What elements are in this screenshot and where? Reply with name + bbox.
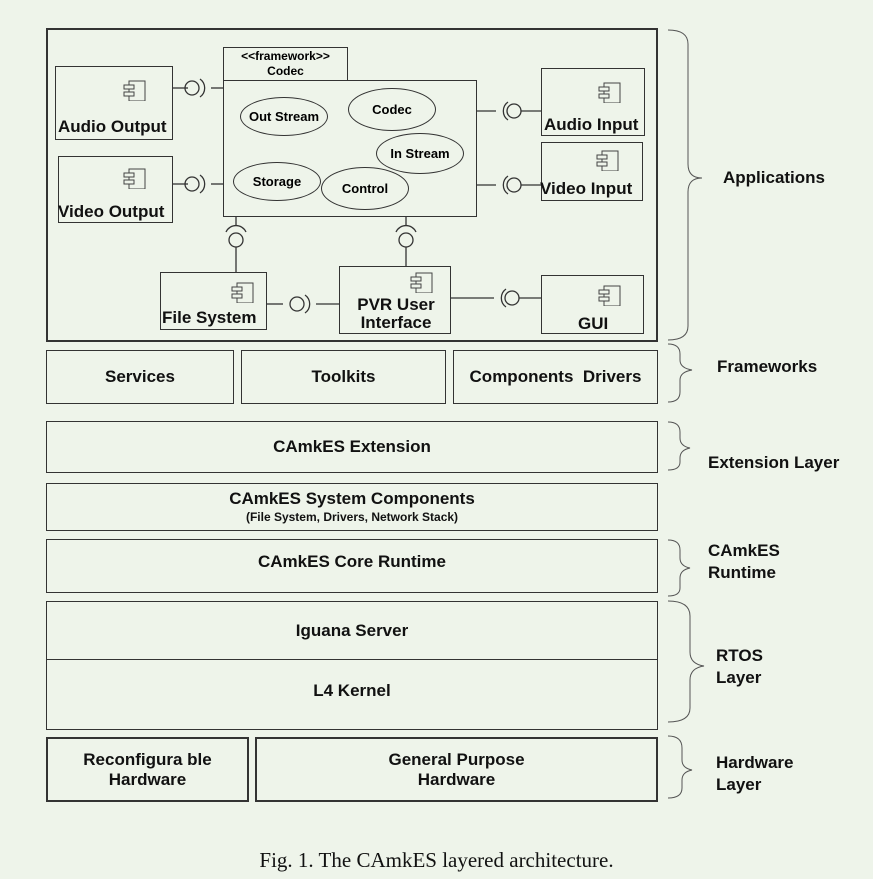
oval-codec: Codec: [348, 88, 436, 131]
oval-control-label: Control: [341, 181, 389, 196]
frameworks-side-label: Frameworks: [717, 357, 818, 376]
services-label: Services: [105, 367, 175, 386]
pvr-label-line2: Interface: [360, 313, 432, 332]
video-input-component: Video Input: [540, 142, 643, 201]
hardware-line2: Layer: [716, 775, 762, 794]
component-icon: [123, 80, 146, 101]
audio-input-label: Audio Input: [544, 115, 639, 134]
component-icon: [410, 272, 433, 293]
gui-component: GUI: [541, 275, 644, 334]
oval-control: Control: [321, 167, 409, 210]
oval-storage: Storage: [233, 162, 321, 201]
codec-framework-tab: <<framework>> Codec: [223, 47, 348, 81]
camkes-core-runtime-box: CAmkES Core Runtime: [46, 539, 658, 593]
video-input-label: Video Input: [540, 179, 633, 198]
framework-name: Codec: [267, 64, 304, 78]
oval-out-stream: Out Stream: [240, 97, 328, 136]
services-box: Services: [46, 350, 234, 404]
system-components-subtitle: (File System, Drivers, Network Stack): [245, 510, 459, 524]
file-system-component: File System: [160, 272, 267, 330]
camkes-runtime-side-label: CAmkES Runtime: [708, 540, 780, 584]
audio-output-component: Audio Output: [55, 66, 173, 140]
pvr-user-interface-label: PVR User Interface: [340, 296, 452, 332]
core-runtime-label: CAmkES Core Runtime: [258, 552, 446, 571]
video-output-label: Video Output: [58, 202, 165, 221]
component-icon: [598, 82, 621, 103]
components-drivers-box: Components Drivers: [453, 350, 658, 404]
camkes-extension-label: CAmkES Extension: [273, 437, 431, 456]
reconfigurable-label-line2: Hardware: [108, 769, 187, 789]
gui-label: GUI: [578, 314, 609, 333]
reconfigurable-label-line1: Reconfigura ble: [83, 749, 212, 769]
figure-caption: Fig. 1. The CAmkES layered architecture.: [259, 848, 614, 872]
general-purpose-label-line2: Hardware: [417, 769, 496, 789]
system-components-title: CAmkES System Components: [229, 489, 475, 508]
oval-out-stream-label: Out Stream: [248, 109, 320, 124]
audio-output-label: Audio Output: [58, 117, 167, 136]
rtos-layer-side-label: RTOS Layer: [716, 645, 763, 689]
audio-input-component: Audio Input: [541, 68, 645, 136]
toolkits-box: Toolkits: [241, 350, 446, 404]
camkes-extension-box: CAmkES Extension: [46, 421, 658, 473]
component-icon: [598, 285, 621, 306]
applications-side-label: Applications: [723, 168, 826, 187]
extension-layer-side-label: Extension Layer: [708, 453, 840, 472]
pvr-user-interface-component: PVR User Interface: [339, 266, 451, 334]
rtos-line1: RTOS: [716, 646, 763, 665]
general-purpose-hardware-box: General Purpose Hardware: [255, 737, 658, 802]
camkes-runtime-line1: CAmkES: [708, 541, 780, 560]
toolkits-label: Toolkits: [311, 367, 376, 386]
video-output-component: Video Output: [58, 156, 173, 223]
oval-in-stream: In Stream: [376, 133, 464, 174]
hardware-layer-side-label: Hardware Layer: [716, 752, 793, 796]
general-purpose-label-line1: General Purpose: [388, 749, 525, 769]
iguana-server-label: Iguana Server: [295, 620, 409, 640]
rtos-line2: Layer: [716, 668, 762, 687]
oval-codec-label: Codec: [372, 102, 412, 117]
l4-kernel-box: L4 Kernel: [46, 659, 658, 730]
oval-in-stream-label: In Stream: [390, 146, 450, 161]
component-icon: [231, 282, 254, 303]
pvr-label-line1: PVR User: [357, 295, 435, 314]
l4-kernel-label: L4 Kernel: [313, 680, 391, 700]
components-drivers-label: Components Drivers: [469, 367, 642, 386]
framework-stereotype: <<framework>>: [241, 49, 330, 63]
file-system-label: File System: [162, 308, 257, 327]
camkes-runtime-line2: Runtime: [708, 563, 776, 582]
hardware-line1: Hardware: [716, 753, 794, 772]
component-icon: [123, 168, 146, 189]
camkes-system-components-box: CAmkES System Components (File System, D…: [46, 483, 658, 531]
component-icon: [596, 150, 619, 171]
iguana-server-box: Iguana Server: [46, 601, 658, 660]
oval-storage-label: Storage: [252, 174, 302, 189]
reconfigurable-hardware-box: Reconfigura ble Hardware: [46, 737, 249, 802]
